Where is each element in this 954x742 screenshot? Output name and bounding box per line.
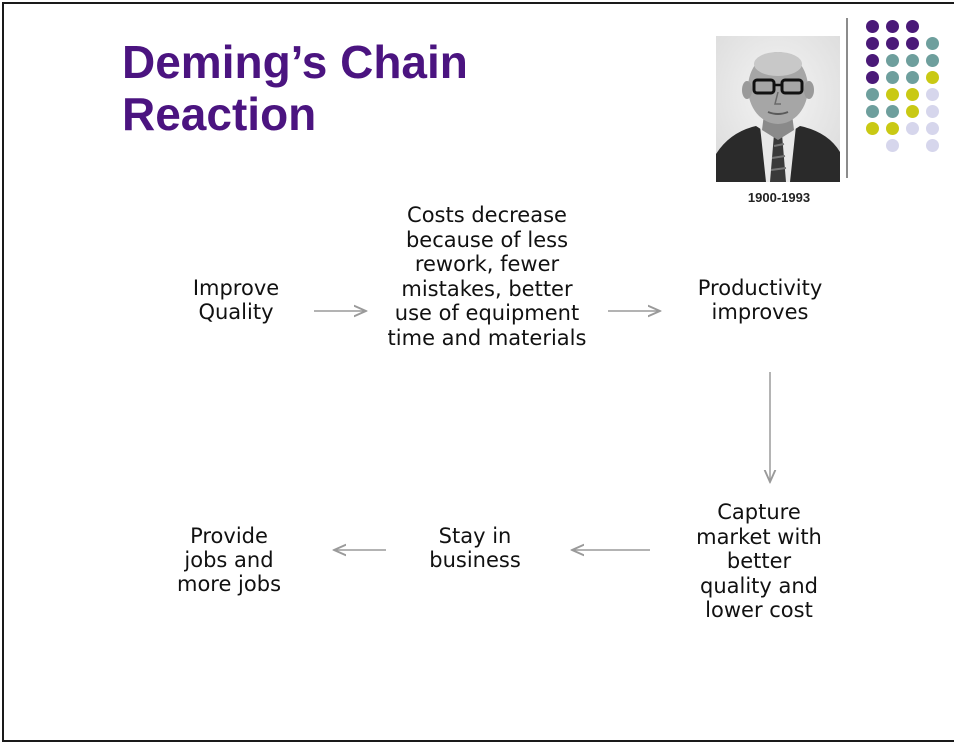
node-line: more jobs [176,572,282,596]
node-line: improves [711,300,809,324]
node-line: because of less [405,227,569,252]
node-line: business [429,548,521,572]
node-line: better [726,549,792,573]
node-line: Stay in [438,524,512,548]
decorative-dot [886,20,899,33]
decorative-dot [866,122,879,135]
title-line-2: Reaction [122,88,317,140]
decorative-dot [866,71,879,84]
node-productivity-improves: Productivity improves [676,276,844,324]
decorative-dot [906,88,919,101]
decorative-dot [926,122,939,135]
decorative-dot [886,37,899,50]
slide-title: Deming’s Chain Reaction [122,36,642,140]
node-line: Improve [192,276,280,300]
decorative-dot [926,37,939,50]
decorative-dot [866,20,879,33]
decorative-dot [926,139,939,152]
divider-line [846,18,848,178]
decorative-dot [886,139,899,152]
title-line-1: Deming’s Chain [122,36,468,88]
decorative-dot [866,37,879,50]
decorative-dot [886,54,899,67]
decorative-dot [926,54,939,67]
node-stay-in-business: Stay in business [404,524,546,572]
node-line: market with [696,524,822,549]
decorative-dot [866,105,879,118]
deming-portrait [716,36,840,182]
node-line: rework, fewer [414,252,560,276]
decorative-dot [866,54,879,67]
node-costs-decrease: Costs decrease because of less rework, f… [362,203,612,350]
node-line: Costs decrease [407,203,567,227]
portrait-image [716,36,840,182]
node-capture-market: Capture market with better quality and l… [674,500,844,623]
node-line: mistakes, better [401,276,573,301]
flow-arrows [314,0,954,719]
decorative-dot [926,105,939,118]
decorative-dot [906,122,919,135]
decorative-dot [906,20,919,33]
node-line: quality and [699,573,819,598]
node-line: Productivity [697,276,823,300]
node-line: time and materials [387,325,587,350]
node-line: Provide [190,524,268,548]
node-line: use of equipment [394,301,580,325]
node-line: lower cost [705,598,813,622]
decorative-dot [886,71,899,84]
decorative-dot [866,88,879,101]
decorative-dot [886,88,899,101]
decorative-dot [926,88,939,101]
portrait-caption: 1900-1993 [747,190,811,205]
node-improve-quality: Improve Quality [168,276,304,324]
decorative-dot [886,105,899,118]
decorative-dot [926,71,939,84]
node-line: jobs and [184,548,274,572]
decorative-dot [886,122,899,135]
decorative-dot [906,71,919,84]
decorative-dot [906,54,919,67]
decorative-dot [906,37,919,50]
node-provide-jobs: Provide jobs and more jobs [154,524,304,596]
decorative-dot [906,105,919,118]
node-line: Capture [717,500,801,524]
node-line: Quality [198,300,274,324]
